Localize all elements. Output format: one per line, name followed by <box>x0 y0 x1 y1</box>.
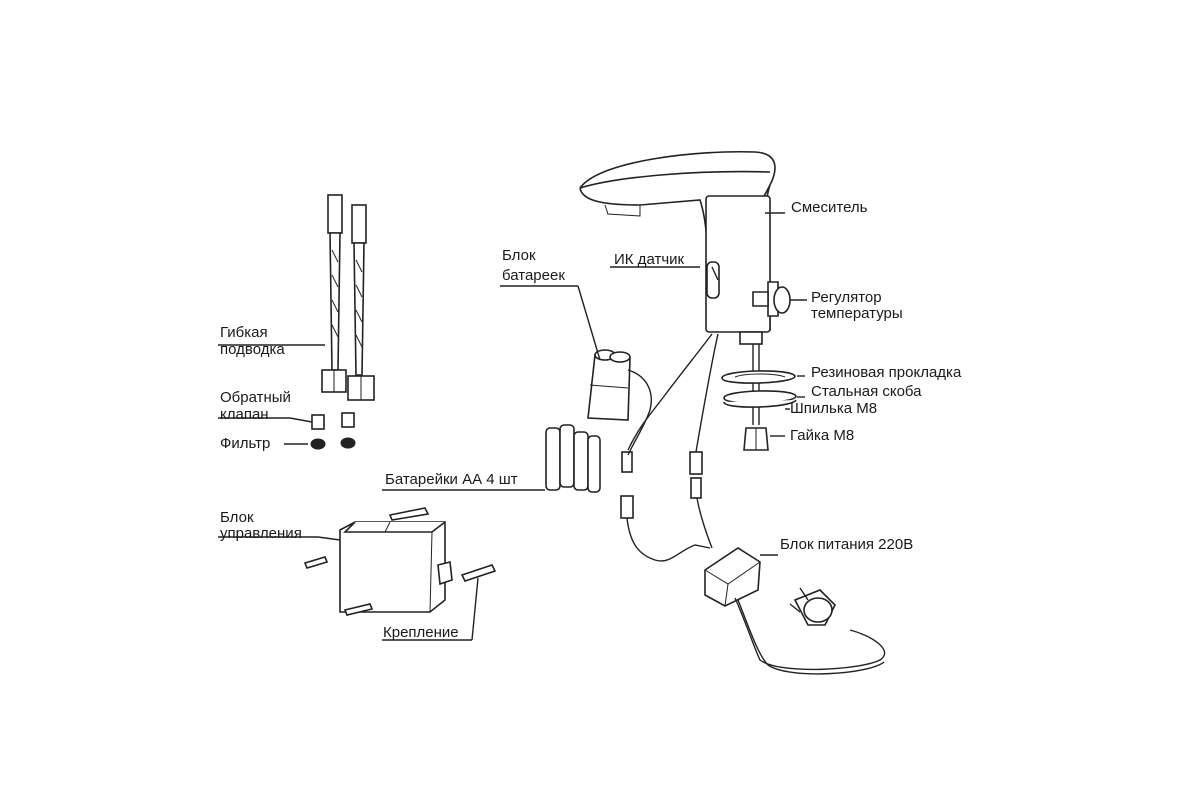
filters <box>310 437 356 450</box>
label-batteries-aa: Батарейки АА 4 шт <box>385 471 518 488</box>
label-filter: Фильтр <box>220 435 271 452</box>
mixer-faucet <box>579 150 791 345</box>
label-temp-regulator-line2: температуры <box>811 305 903 322</box>
leader-lines <box>218 212 807 641</box>
label-check-valve-line2: клапан <box>220 406 269 423</box>
label-battery-block-line1: Блок <box>502 247 536 264</box>
mounting-screws <box>303 507 497 616</box>
label-control-unit-line1: Блок <box>220 509 254 526</box>
faucet-cables <box>620 333 719 562</box>
check-valves <box>311 412 355 430</box>
label-mounting: Крепление <box>383 624 459 641</box>
battery-block <box>587 349 652 456</box>
label-flex-hose-line1: Гибкая <box>220 324 268 341</box>
label-ir-sensor: ИК датчик <box>614 251 685 268</box>
label-battery-block-line2: батареек <box>502 267 565 284</box>
label-power-supply: Блок питания 220В <box>780 536 914 553</box>
mounting-stack <box>721 344 797 451</box>
control-unit <box>339 521 453 613</box>
label-stud-m8: Шпилька М8 <box>790 400 878 417</box>
label-control-unit-line2: управления <box>220 525 302 542</box>
label-steel-bracket: Стальная скоба <box>811 383 922 400</box>
label-temp-regulator-line1: Регулятор <box>811 289 882 306</box>
aa-batteries <box>545 424 601 493</box>
power-supply-unit <box>704 547 886 675</box>
label-flex-hose-line2: подводка <box>220 341 285 358</box>
flexible-hoses <box>321 194 375 401</box>
label-mixer: Смеситель <box>791 199 868 216</box>
label-nut-m8: Гайка М8 <box>790 427 855 444</box>
label-rubber-gasket: Резиновая прокладка <box>811 364 962 381</box>
label-check-valve-line1: Обратный <box>220 389 291 406</box>
